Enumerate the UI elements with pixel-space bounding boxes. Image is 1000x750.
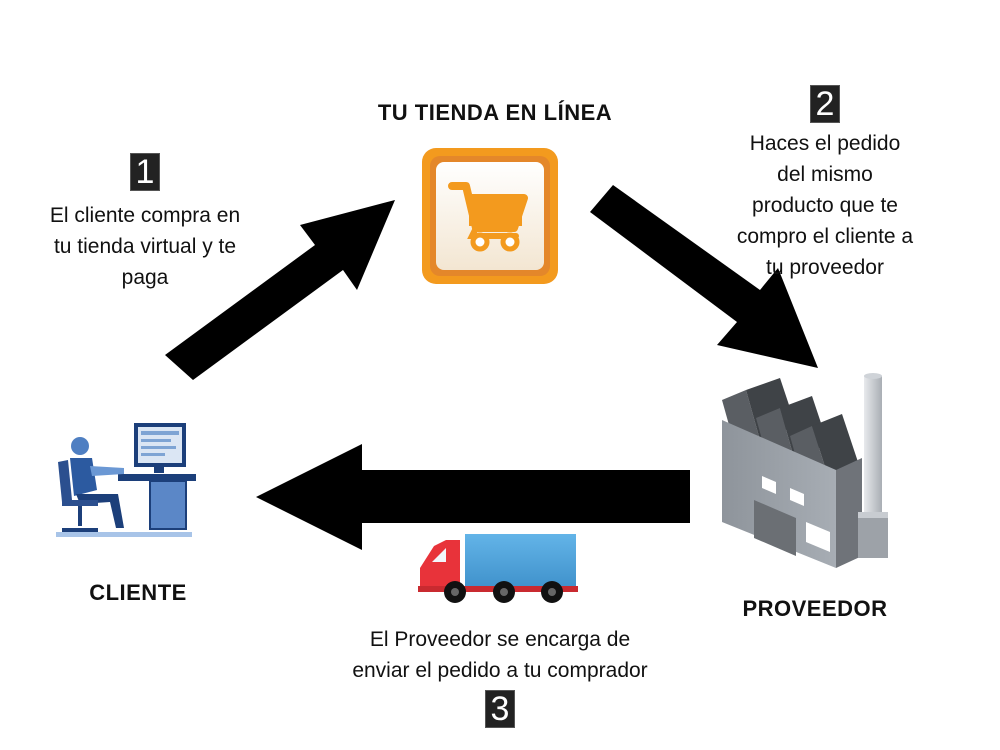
step-2-line: compro el cliente a [736, 225, 914, 248]
step-1-line: El cliente compra en [49, 204, 241, 227]
step-2-line: tu proveedor [766, 256, 884, 279]
step-3-badge: 3 [485, 690, 515, 728]
step-1-description: El cliente compra en tu tienda virtual y… [20, 200, 270, 293]
store-label: TU TIENDA EN LÍNEA [377, 100, 613, 125]
step-2-badge: 2 [810, 85, 840, 123]
factory-icon [722, 373, 888, 568]
shopping-cart-icon [422, 148, 558, 284]
step-2-line: del mismo [777, 163, 873, 186]
supplier-label: PROVEEDOR [742, 596, 888, 621]
step-1-line: paga [121, 266, 169, 289]
arrow-client-to-store [165, 200, 395, 380]
step-2-description: Haces el pedido del mismo producto que t… [700, 128, 950, 283]
step-3-line: enviar el pedido a tu comprador [352, 659, 648, 682]
client-label: CLIENTE [89, 580, 187, 605]
step-1-badge: 1 [130, 153, 160, 191]
step-3-line: El Proveedor se encarga de [369, 628, 631, 651]
delivery-truck-icon [418, 534, 578, 603]
arrow-supplier-to-client [256, 444, 690, 550]
step-3-description: El Proveedor se encarga de enviar el ped… [295, 624, 705, 686]
computer-user-icon [56, 423, 196, 537]
step-1-line: tu tienda virtual y te [53, 235, 237, 258]
arrow-store-to-supplier [590, 185, 818, 368]
step-2-line: producto que te [752, 194, 898, 217]
step-2-line: Haces el pedido [749, 132, 901, 155]
